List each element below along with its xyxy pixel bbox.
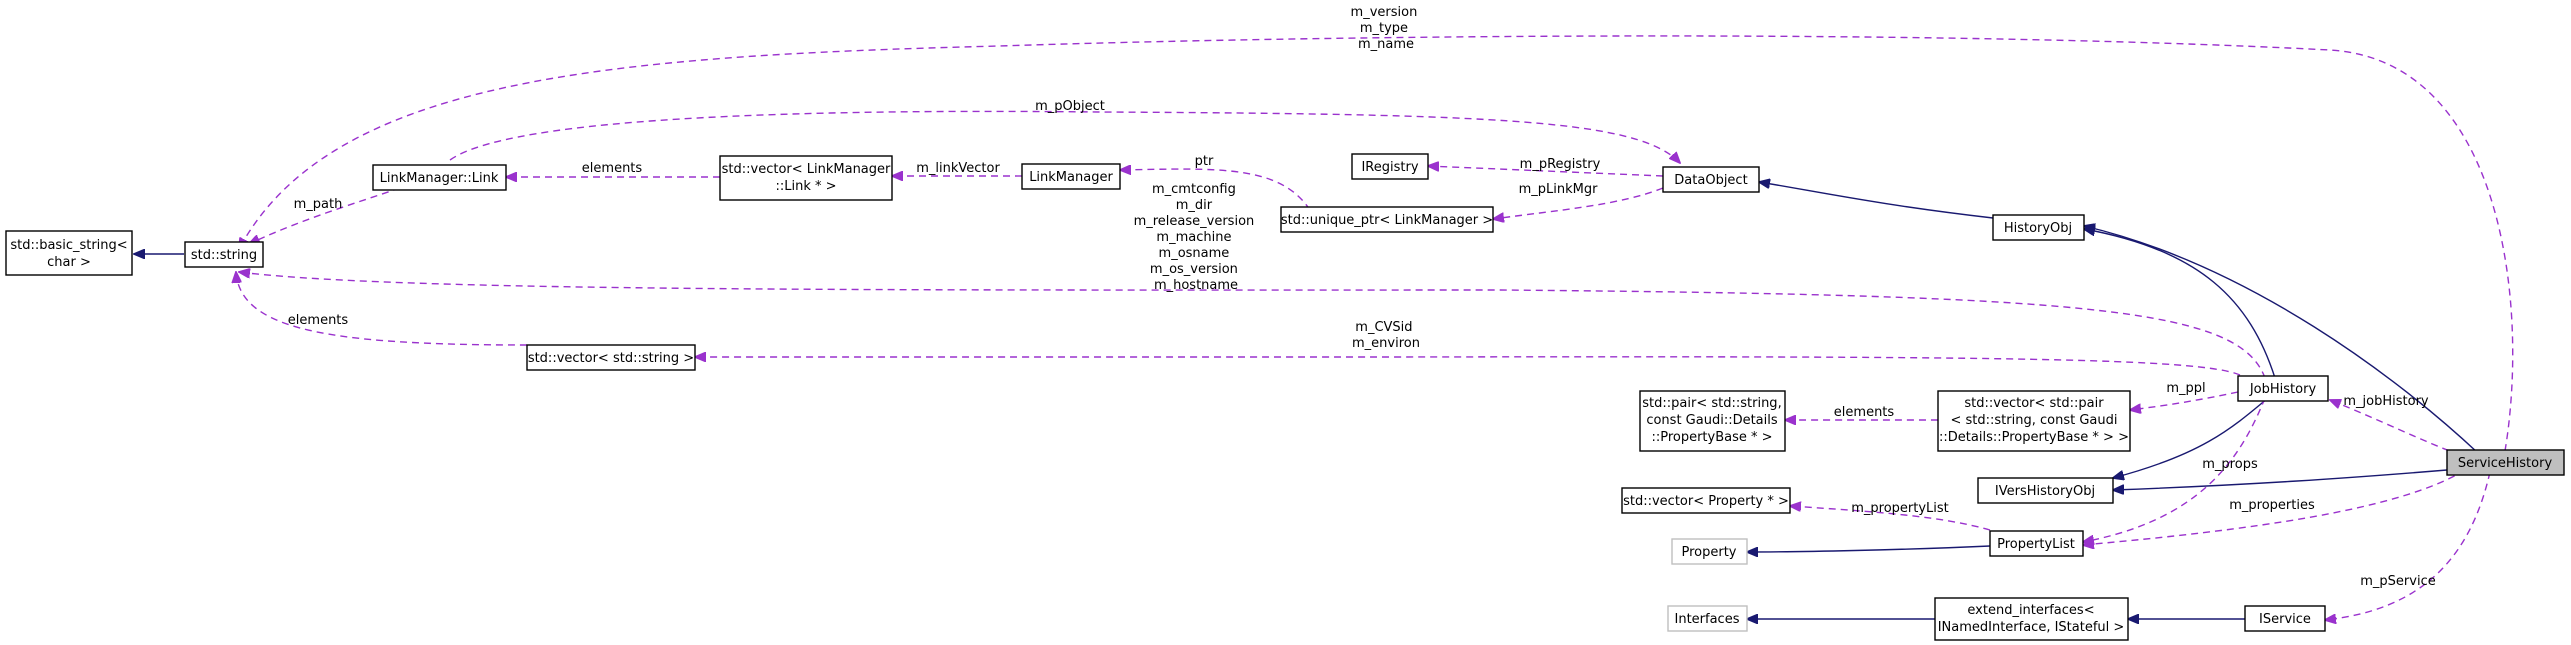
- label-elements-string: elements: [288, 313, 349, 328]
- node-iservice[interactable]: IService: [2244, 605, 2326, 632]
- svg-text:JobHistory: JobHistory: [2249, 382, 2317, 397]
- label-version-type-name: m_version m_type m_name: [1351, 5, 1422, 52]
- svg-text:std::vector< Property * >: std::vector< Property * >: [1623, 494, 1789, 509]
- label-path: m_path: [294, 197, 343, 212]
- svg-text:IVersHistoryObj: IVersHistoryObj: [1995, 484, 2095, 499]
- edge-jobhistory-vecstring: [695, 357, 2241, 376]
- node-vector-pair[interactable]: std::vector< std::pair< std::string, con…: [1937, 390, 2131, 452]
- node-pair[interactable]: std::pair< std::string,const Gaudi::Deta…: [1639, 390, 1786, 452]
- nodes: std::basic_string<char > std::string Lin…: [5, 153, 2565, 641]
- node-unique-ptr[interactable]: std::unique_ptr< LinkManager >: [1280, 206, 1494, 233]
- label-jobhistory: m_jobHistory: [2343, 394, 2429, 409]
- edge-jobhistory-historyobj: [2084, 229, 2276, 379]
- edge-propertylist-vecprop: [1790, 506, 1991, 531]
- edge-historyobj-dataobject: [1759, 182, 1994, 219]
- edge-dataobject-iregistry: [1428, 166, 1664, 177]
- svg-text:LinkManager::Link: LinkManager::Link: [380, 171, 499, 186]
- edge-vecstring-string: [236, 272, 528, 346]
- label-pservice: m_pService: [2360, 574, 2435, 589]
- label-ppl: m_ppl: [2166, 381, 2205, 396]
- node-dataobject[interactable]: DataObject: [1662, 166, 1760, 193]
- edge-jobhistory-string: [239, 272, 2266, 379]
- node-property[interactable]: Property: [1671, 538, 1748, 565]
- svg-text:Interfaces: Interfaces: [1675, 612, 1740, 627]
- node-jobhistory[interactable]: JobHistory: [2237, 375, 2329, 402]
- edge-link-string: [249, 187, 401, 244]
- node-vector-link[interactable]: std::vector< LinkManager::Link * >: [719, 155, 893, 201]
- label-ptr: ptr: [1195, 154, 1214, 169]
- edge-jobhistory-iverhist: [2113, 397, 2269, 478]
- node-extend-interfaces[interactable]: extend_interfaces<INamedInterface, IStat…: [1934, 597, 2129, 641]
- node-iversionhistoryobj[interactable]: IVersHistoryObj: [1977, 477, 2114, 504]
- edge-dataobject-uptr: [1493, 187, 1664, 219]
- svg-text:extend_interfaces<INamedInterf: extend_interfaces<INamedInterface, IStat…: [1938, 603, 2125, 635]
- label-pregistry: m_pRegistry: [1520, 157, 1601, 172]
- label-propertylist: m_propertyList: [1851, 501, 1949, 516]
- svg-text:Property: Property: [1681, 545, 1736, 560]
- edge-servicehistory-iservice: [2325, 471, 2491, 620]
- edge-servicehistory-iverhist: [2113, 469, 2448, 490]
- node-string[interactable]: std::string: [184, 241, 264, 268]
- svg-text:std::vector< LinkManager::Link: std::vector< LinkManager::Link * >: [722, 162, 891, 194]
- edge-labels: m_version m_type m_name m_pObject m_path…: [288, 5, 2436, 589]
- edge-link-dataobject: [449, 110, 1680, 163]
- label-properties: m_properties: [2229, 498, 2315, 513]
- svg-text:std::pair< std::string,const G: std::pair< std::string,const Gaudi::Deta…: [1642, 396, 1781, 445]
- node-historyobj[interactable]: HistoryObj: [1992, 214, 2085, 241]
- node-vector-string[interactable]: std::vector< std::string >: [526, 344, 696, 371]
- node-interfaces[interactable]: Interfaces: [1667, 605, 1748, 632]
- label-plinkmgr: m_pLinkMgr: [1519, 182, 1599, 197]
- svg-text:LinkManager: LinkManager: [1029, 170, 1113, 185]
- svg-text:HistoryObj: HistoryObj: [2004, 221, 2072, 236]
- label-pobject: m_pObject: [1035, 99, 1105, 114]
- node-basic-string[interactable]: std::basic_string<char >: [5, 230, 133, 276]
- edge-jobhistory-vecpair: [2130, 391, 2239, 410]
- svg-text:std::basic_string<char >: std::basic_string<char >: [10, 238, 127, 270]
- label-elements-link: elements: [582, 161, 643, 176]
- edge-servicehistory-historyobj: [2084, 226, 2479, 454]
- edges: [134, 35, 2514, 620]
- node-propertylist[interactable]: PropertyList: [1989, 530, 2084, 557]
- edge-propertylist-property: [1747, 545, 1991, 552]
- label-props: m_props: [2202, 457, 2258, 472]
- node-vector-property[interactable]: std::vector< Property * >: [1621, 487, 1791, 514]
- label-elements-pair: elements: [1834, 405, 1895, 420]
- node-iregistry[interactable]: IRegistry: [1351, 153, 1429, 180]
- label-cvsid-environ: m_CVSid m_environ: [1352, 320, 1420, 351]
- edge-servicehistory-propertylist: [2083, 469, 2466, 545]
- edge-jobhistory-propertylist: [2083, 397, 2266, 542]
- svg-text:PropertyList: PropertyList: [1997, 537, 2075, 552]
- svg-text:std::vector< std::string >: std::vector< std::string >: [528, 351, 694, 366]
- svg-text:ServiceHistory: ServiceHistory: [2458, 456, 2553, 471]
- svg-text:IRegistry: IRegistry: [1361, 160, 1418, 175]
- label-linkvector: m_linkVector: [916, 161, 1000, 176]
- node-servicehistory[interactable]: ServiceHistory: [2446, 449, 2565, 476]
- label-jobhistory-strings: m_cmtconfig m_dir m_release_version m_ma…: [1134, 182, 1259, 293]
- svg-text:std::string: std::string: [191, 248, 257, 263]
- svg-text:IService: IService: [2259, 612, 2311, 627]
- svg-text:DataObject: DataObject: [1674, 173, 1747, 188]
- node-linkmanager[interactable]: LinkManager: [1021, 163, 1121, 190]
- svg-text:std::vector< std::pair< std::s: std::vector< std::pair< std::string, con…: [1939, 396, 2129, 445]
- svg-text:std::unique_ptr< LinkManager >: std::unique_ptr< LinkManager >: [1281, 213, 1493, 228]
- node-linkmanager-link[interactable]: LinkManager::Link: [372, 164, 507, 191]
